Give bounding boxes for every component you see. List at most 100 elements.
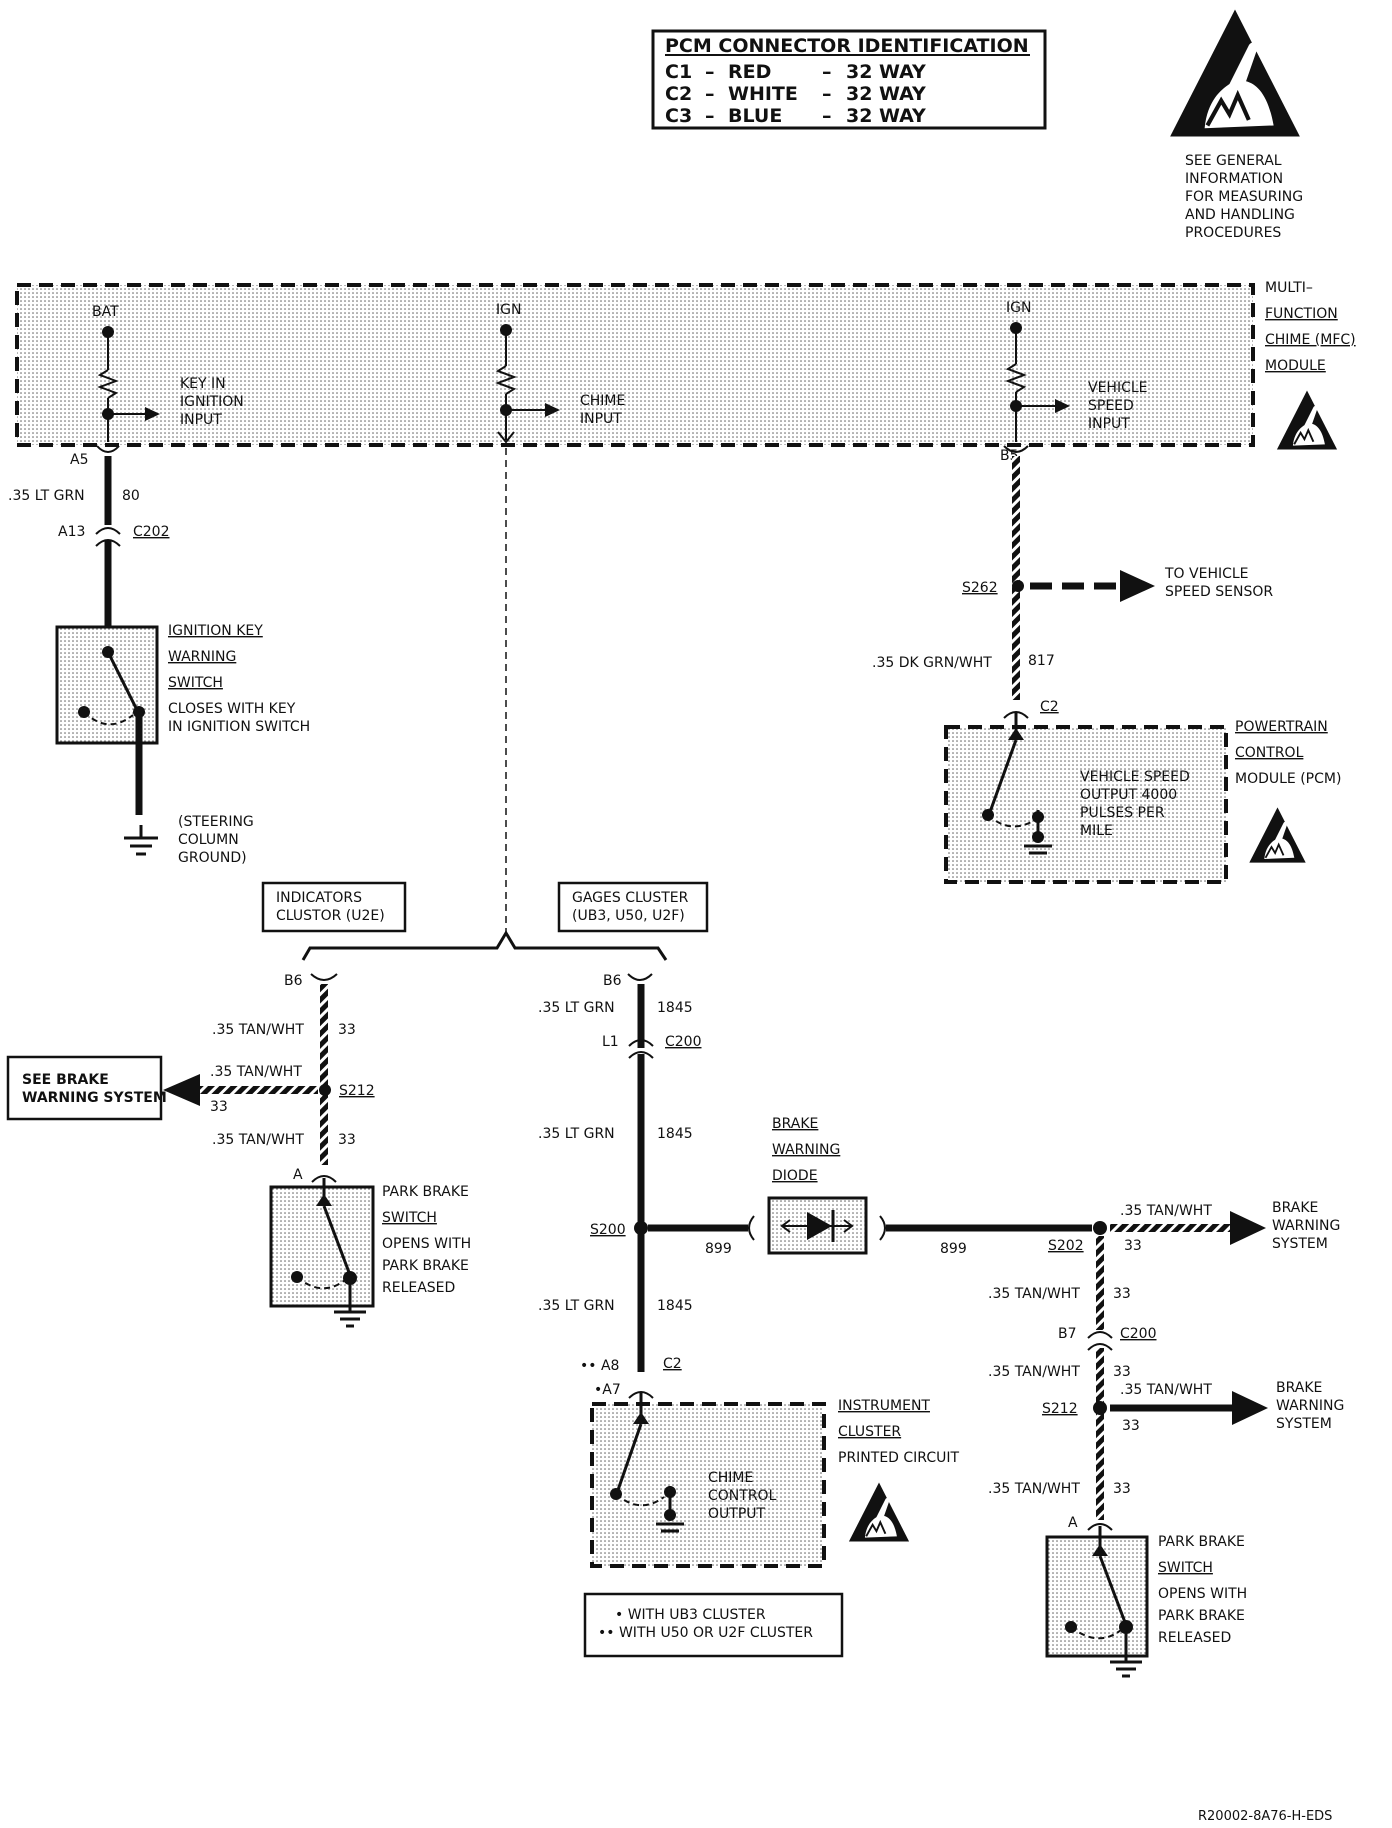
vehicle-speed-circuit: B5 S262 TO VEHICLE SPEED SENSOR .35 DK G… xyxy=(872,445,1341,884)
connector-c2: C2 xyxy=(1040,699,1059,715)
indicators-cluster-line: INDICATORS xyxy=(276,890,362,906)
pcm-desc-line: PULSES PER xyxy=(1080,805,1165,821)
circuit-number: 33 xyxy=(338,1132,356,1148)
circuit-number: 1845 xyxy=(657,1000,693,1016)
switch-desc-line: IN IGNITION SWITCH xyxy=(168,719,310,735)
splice-s202: S202 xyxy=(1048,1238,1084,1254)
pcm-row-dash: – xyxy=(705,105,715,127)
pin-a: A xyxy=(293,1167,303,1183)
see-brake-line: WARNING SYSTEM xyxy=(22,1090,167,1106)
pcm-row-dash: – xyxy=(822,61,832,83)
brake-system-line: SYSTEM xyxy=(1276,1416,1332,1432)
switch-desc-line: PARK BRAKE xyxy=(1158,1608,1245,1624)
circuit-number: 33 xyxy=(1113,1364,1131,1380)
gages-cluster-line: GAGES CLUSTER xyxy=(572,890,689,906)
pcm-name-line: CONTROL xyxy=(1235,745,1304,761)
esd-warning-icon xyxy=(1170,10,1300,137)
pcm-connector-id-box: PCM CONNECTOR IDENTIFICATION C1 – RED – … xyxy=(651,29,1047,130)
chime-input-line: INPUT xyxy=(580,411,622,427)
wire-label: .35 LT GRN xyxy=(538,1298,615,1314)
footnote-line: •• WITH U50 OR U2F CLUSTER xyxy=(598,1625,813,1641)
pcm-name-line: MODULE (PCM) xyxy=(1235,771,1341,787)
pcm-row-color: WHITE xyxy=(728,83,798,105)
ic-name-line: INSTRUMENT xyxy=(838,1398,930,1414)
pcm-connector-title: PCM CONNECTOR IDENTIFICATION xyxy=(665,35,1029,57)
circuit-number: 899 xyxy=(940,1241,967,1257)
brake-system-line: BRAKE xyxy=(1272,1200,1318,1216)
switch-desc-line: OPENS WITH xyxy=(1158,1586,1247,1602)
pcm-row-dash: – xyxy=(705,61,715,83)
wire-label: .35 TAN/WHT xyxy=(210,1064,302,1080)
brake-system-line: WARNING xyxy=(1276,1398,1344,1414)
circuit-number: 817 xyxy=(1028,653,1055,669)
wire-label: .35 TAN/WHT xyxy=(1120,1382,1212,1398)
cluster-selection: INDICATORS CLUSTOR (U2E) GAGES CLUSTER (… xyxy=(261,881,709,961)
esd-note-line: FOR MEASURING xyxy=(1185,189,1303,205)
ic-esd-icon xyxy=(847,1481,911,1543)
vss-input-line: VEHICLE xyxy=(1088,380,1148,396)
indicators-cluster-line: CLUSTOR (U2E) xyxy=(276,908,385,924)
connector-c2: C2 xyxy=(663,1356,682,1372)
ground-label-line: (STEERING xyxy=(178,814,254,830)
pin-l1: L1 xyxy=(602,1034,619,1050)
circuit-number: 33 xyxy=(1113,1286,1131,1302)
pcm-row-way: 32 WAY xyxy=(846,61,926,83)
brake-warning-diode: 899 899 BRAKE WARNING DIODE xyxy=(648,1116,1092,1257)
gages-cluster-line: (UB3, U50, U2F) xyxy=(572,908,685,924)
mfc-name-line: MULTI– xyxy=(1265,280,1313,296)
switch-desc-line: PARK BRAKE xyxy=(382,1258,469,1274)
circuit-number: 33 xyxy=(1124,1238,1142,1254)
pcm-row-id: C2 xyxy=(665,83,692,105)
switch-name-line: SWITCH xyxy=(1158,1560,1213,1576)
see-brake-line: SEE BRAKE xyxy=(22,1072,109,1088)
pcm-row-way: 32 WAY xyxy=(846,83,926,105)
ign-label: IGN xyxy=(496,302,521,318)
switch-desc-line: RELEASED xyxy=(382,1280,455,1296)
connector-c200: C200 xyxy=(1120,1326,1157,1342)
pin-b7: B7 xyxy=(1058,1326,1077,1342)
mfc-name-line: MODULE xyxy=(1265,358,1326,374)
vss-input-line: SPEED xyxy=(1088,398,1134,414)
splice-s212: S212 xyxy=(1042,1401,1078,1417)
key-input-line: KEY IN xyxy=(180,376,226,392)
gages-branch: B6 .35 LT GRN 1845 L1 C200 .35 LT GRN 18… xyxy=(538,973,959,1658)
ignition-key-circuit: A5 .35 LT GRN 80 A13 C202 IGNITION KEY W… xyxy=(8,445,310,866)
switch-desc-line: OPENS WITH xyxy=(382,1236,471,1252)
key-input-line: INPUT xyxy=(180,412,222,428)
connector-c200: C200 xyxy=(665,1034,702,1050)
circuit-number: 1845 xyxy=(657,1126,693,1142)
to-sensor-line: SPEED SENSOR xyxy=(1165,584,1273,600)
circuit-number: 33 xyxy=(1122,1418,1140,1434)
pcm-esd-icon xyxy=(1248,806,1307,864)
reference-code: R20002-8A76-H-EDS xyxy=(1198,1809,1332,1824)
wire-label: .35 TAN/WHT xyxy=(988,1364,1080,1380)
wire-label: .35 TAN/WHT xyxy=(988,1286,1080,1302)
mfc-module: MULTI– FUNCTION CHIME (MFC) MODULE BAT K… xyxy=(15,280,1356,451)
pcm-desc-line: OUTPUT 4000 xyxy=(1080,787,1177,803)
vss-input-line: INPUT xyxy=(1088,416,1130,432)
switch-name-line: SWITCH xyxy=(382,1210,437,1226)
pcm-row-color: BLUE xyxy=(728,105,782,127)
splice-s262: S262 xyxy=(962,580,998,596)
ign-label: IGN xyxy=(1006,300,1031,316)
ic-desc-line: CHIME xyxy=(708,1470,753,1486)
mfc-name-line: FUNCTION xyxy=(1265,306,1338,322)
circuit-number: 80 xyxy=(122,488,140,504)
switch-desc-line: CLOSES WITH KEY xyxy=(168,701,296,717)
wire-label: .35 LT GRN xyxy=(538,1000,615,1016)
switch-name-line: PARK BRAKE xyxy=(1158,1534,1245,1550)
mfc-esd-icon xyxy=(1275,389,1339,451)
pin-a: A xyxy=(1068,1515,1078,1531)
pin-b6: B6 xyxy=(284,973,303,989)
pcm-row-id: C1 xyxy=(665,61,692,83)
ic-desc-line: OUTPUT xyxy=(708,1506,766,1522)
pcm-name-line: POWERTRAIN xyxy=(1235,719,1328,735)
chime-input-line: CHIME xyxy=(580,393,625,409)
diode-name-line: WARNING xyxy=(772,1142,840,1158)
pin-a5: A5 xyxy=(70,452,88,468)
switch-name-line: PARK BRAKE xyxy=(382,1184,469,1200)
pcm-row-c1: C1 – RED – 32 WAY xyxy=(665,61,926,83)
connector-c202: C202 xyxy=(133,524,170,540)
diode-name-line: DIODE xyxy=(772,1168,818,1184)
